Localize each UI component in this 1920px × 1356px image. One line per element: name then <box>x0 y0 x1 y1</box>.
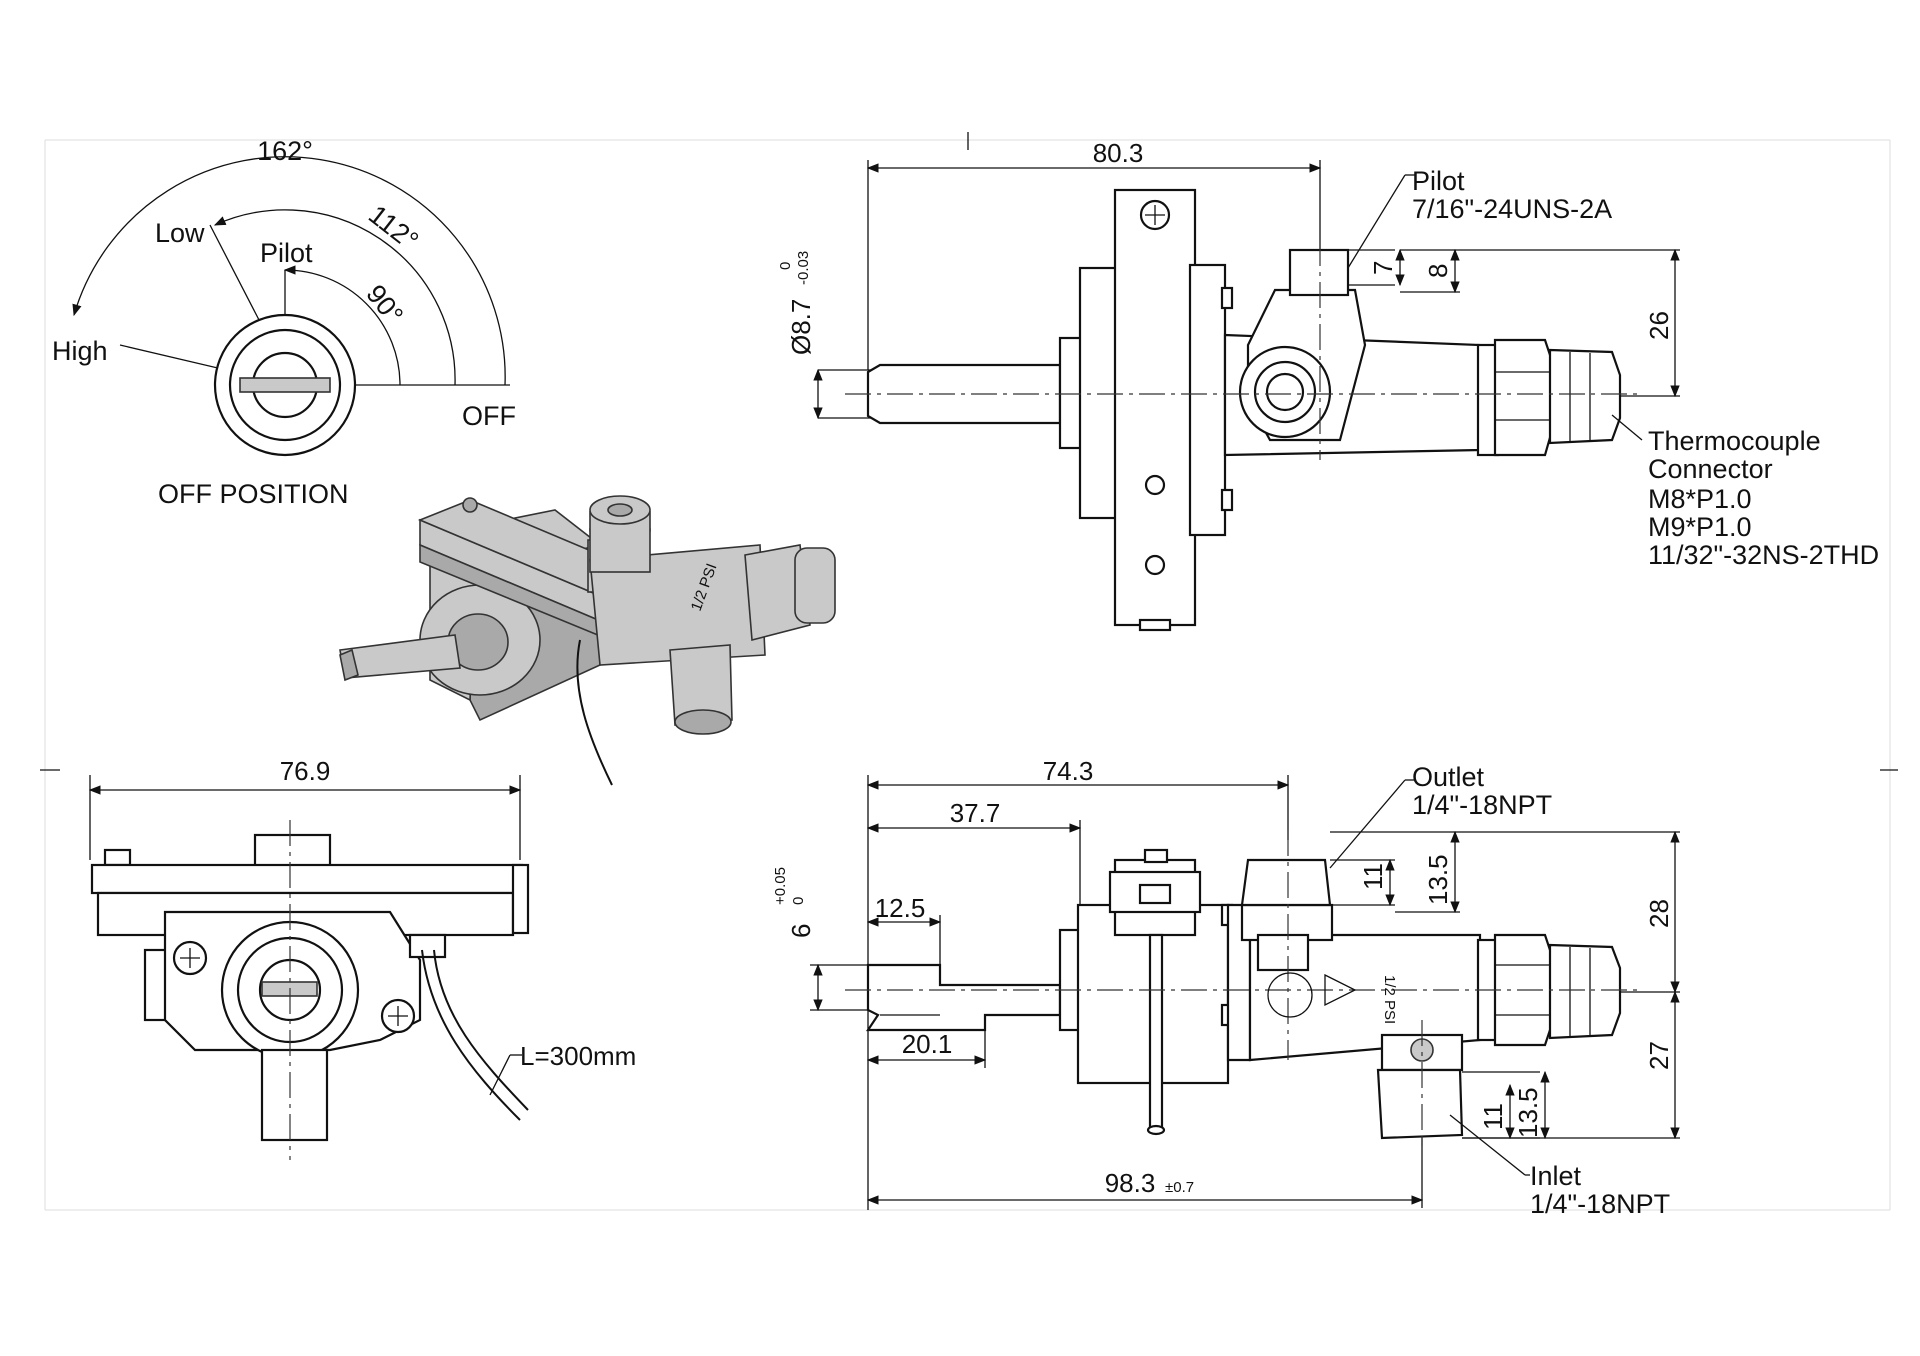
top-dim-11-lower: 11 <box>1478 1103 1508 1130</box>
top-dim-27: 27 <box>1644 1041 1674 1070</box>
isometric-valve-view: 1/2 PSI <box>339 495 836 786</box>
thermocouple-spec-1: M8*P1.0 <box>1648 484 1752 514</box>
side-dim-26: 26 <box>1644 311 1674 340</box>
side-length-dim: 80.3 <box>1093 138 1144 168</box>
pilot-thread-spec: 7/16"-24UNS-2A <box>1412 194 1612 224</box>
off-position-caption: OFF POSITION <box>158 479 349 509</box>
front-view: 76.9 L=300mm <box>88 756 636 1160</box>
outlet-thread-spec: 1/4"-18NPT <box>1412 790 1552 820</box>
cable-length-label: L=300mm <box>520 1041 636 1071</box>
outlet-label: Outlet <box>1412 762 1485 792</box>
sheet-border <box>40 132 1898 1211</box>
top-total-length-dim: 98.3 <box>1105 1168 1156 1198</box>
angle-112-label: 112° <box>363 199 424 256</box>
inlet-thread-spec: 1/4"-18NPT <box>1530 1189 1670 1219</box>
pilot-outlet-label: Pilot <box>1412 166 1465 196</box>
pilot-position-label: Pilot <box>260 238 313 268</box>
diameter-tol-lower: -0.03 <box>795 251 812 285</box>
top-dim-20-1: 20.1 <box>902 1029 953 1059</box>
shaft-diameter-dim: Ø8.7 <box>786 299 816 355</box>
high-label: High <box>52 336 108 366</box>
top-dim-12-5: 12.5 <box>875 893 926 923</box>
low-label: Low <box>155 218 205 248</box>
thermocouple-spec-3: 11/32"-32NS-2THD <box>1648 540 1879 570</box>
top-dim-74-3: 74.3 <box>1043 756 1094 786</box>
side-view: 80.3 Ø8.7 0 -0.03 <box>777 138 1879 632</box>
shaft-tol-upper: +0.05 <box>772 867 789 905</box>
shaft-tol-lower: 0 <box>790 897 807 905</box>
top-dim-13-5-upper: 13.5 <box>1423 854 1453 905</box>
top-shaft-width-dim: 6 <box>786 924 816 938</box>
front-width-dim: 76.9 <box>280 756 331 786</box>
angle-90-label: 90° <box>360 279 409 330</box>
diameter-tol-upper: 0 <box>777 262 794 270</box>
top-dim-13-5-lower: 13.5 <box>1513 1087 1543 1138</box>
top-dim-28: 28 <box>1644 899 1674 928</box>
angle-162-label: 162° <box>257 136 313 166</box>
rotation-diagram: 162° 112° 90° Low Pilot High OFF OFF POS… <box>52 136 516 509</box>
top-dim-11-upper: 11 <box>1358 863 1388 890</box>
thermocouple-title-1: Thermocouple <box>1648 426 1821 456</box>
thermocouple-title-2: Connector <box>1648 454 1773 484</box>
thermocouple-spec-2: M9*P1.0 <box>1648 512 1752 542</box>
top-pressure-mark: 1/2 PSI <box>1381 975 1398 1024</box>
top-view: 74.3 37.7 12.5 20.1 98.3 ±0.7 6 +0.05 0 <box>772 756 1680 1219</box>
top-total-length-tol: ±0.7 <box>1165 1179 1194 1196</box>
inlet-label: Inlet <box>1530 1161 1582 1191</box>
side-dim-8: 8 <box>1423 264 1453 278</box>
top-dim-37-7: 37.7 <box>950 798 1001 828</box>
off-label: OFF <box>462 401 516 431</box>
side-dim-7: 7 <box>1368 261 1398 275</box>
